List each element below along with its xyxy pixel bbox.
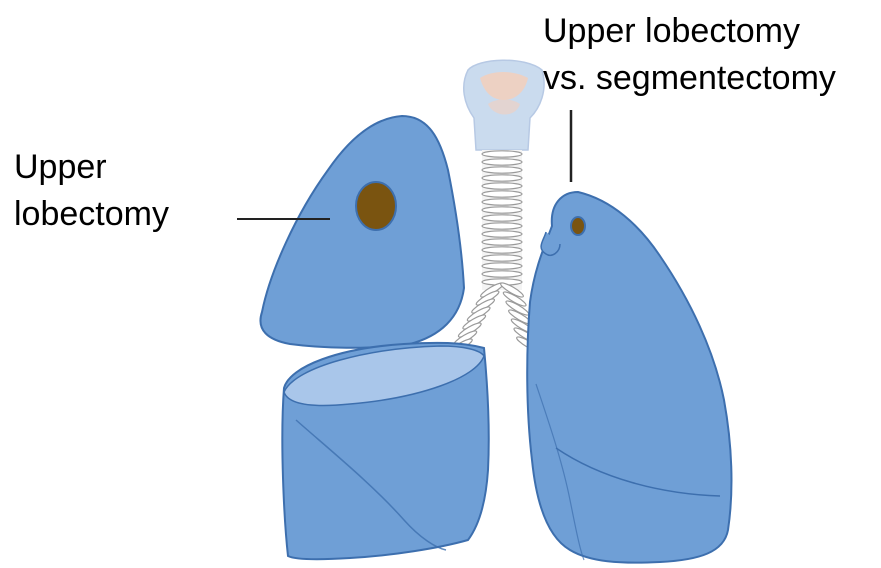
trachea-ring xyxy=(482,255,522,261)
tumor-right-upper-lobe xyxy=(356,182,396,230)
trachea-ring xyxy=(482,175,522,181)
trachea-ring xyxy=(482,183,522,189)
right-lower-lobe xyxy=(282,343,488,560)
label-upper-lobectomy-line2: lobectomy xyxy=(14,193,169,235)
trachea-ring xyxy=(482,247,522,253)
trachea-ring xyxy=(482,263,522,269)
larynx xyxy=(464,60,544,150)
label-lobectomy-vs-segmentectomy-line2: vs. segmentectomy xyxy=(543,57,836,99)
left-lung xyxy=(527,192,731,563)
trachea-ring xyxy=(482,223,522,229)
trachea-ring xyxy=(482,231,522,237)
trachea-ring xyxy=(482,167,522,173)
trachea xyxy=(482,150,522,290)
tumor-left-upper-lobe xyxy=(571,217,585,235)
trachea-ring xyxy=(482,207,522,213)
trachea-ring xyxy=(482,191,522,197)
trachea-ring xyxy=(482,159,522,165)
trachea-ring xyxy=(482,199,522,205)
right-upper-lobe xyxy=(260,116,464,348)
trachea-ring xyxy=(482,271,522,277)
trachea-ring xyxy=(482,215,522,221)
label-upper-lobectomy-line1: Upper xyxy=(14,146,107,188)
label-lobectomy-vs-segmentectomy-line1: Upper lobectomy xyxy=(543,10,800,52)
trachea-ring xyxy=(482,239,522,245)
trachea-ring xyxy=(482,151,522,157)
